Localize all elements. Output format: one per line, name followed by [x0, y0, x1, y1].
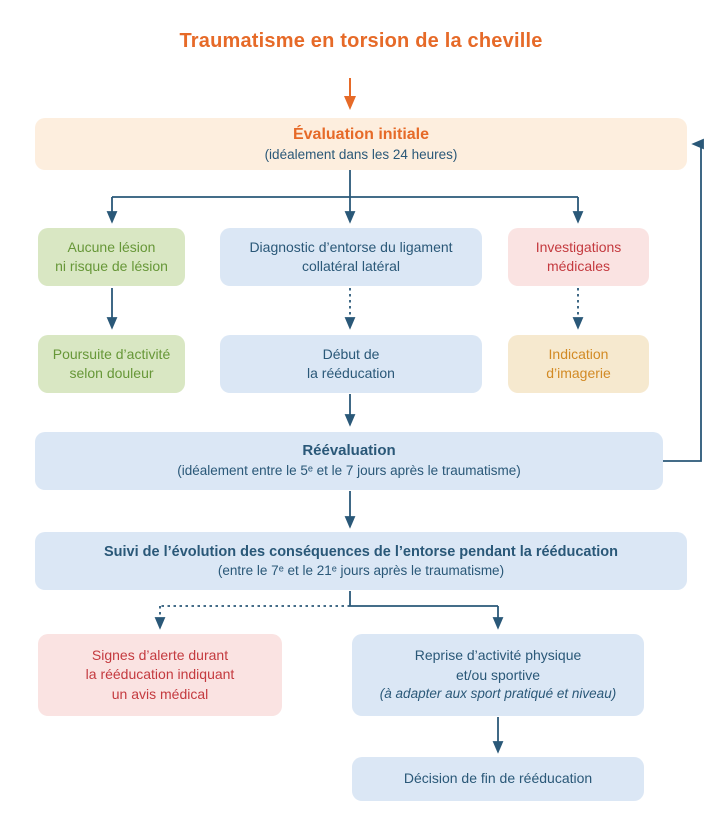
aucune-lesion-line1: Aucune lésion — [67, 238, 156, 255]
node-signes-alerte: Signes d’alerte durant la rééducation in… — [38, 634, 282, 716]
debut-line2: la rééducation — [307, 365, 395, 381]
evaluation-title: Évaluation initiale — [292, 125, 430, 143]
imagerie-line2: d’imagerie — [546, 365, 611, 381]
poursuite-line1: Poursuite d’activité — [52, 345, 171, 362]
alerte-line1: Signes d’alerte durant — [91, 647, 229, 664]
alerte-line2: la rééducation indiquant — [85, 666, 235, 683]
alerte-line3: un avis médical — [111, 685, 209, 702]
suivi-subtitle: (entre le 7ᵉ et le 21ᵉ jours après le tr… — [217, 562, 505, 578]
poursuite-line2: selon douleur — [69, 365, 154, 381]
investigations-line2: médicales — [546, 258, 611, 274]
page-title: Traumatisme en torsion de la cheville — [179, 30, 543, 52]
node-aucune-lesion: Aucune lésion ni risque de lésion — [38, 228, 185, 286]
reevaluation-title: Réévaluation — [302, 442, 396, 460]
reprise-line2: et/ou sportive — [455, 666, 541, 683]
debut-line1: Début de — [322, 345, 380, 362]
reprise-line1: Reprise d’activité physique — [414, 647, 582, 664]
reevaluation-subtitle: (idéalement entre le 5ᵉ et le 7 jours ap… — [177, 463, 521, 479]
node-poursuite-activite: Poursuite d’activité selon douleur — [38, 335, 185, 393]
reprise-line3: (à adapter aux sport pratiqué et niveau) — [379, 686, 617, 701]
node-indication-imagerie: Indication d’imagerie — [508, 335, 649, 393]
diagnostic-line2: collatéral latéral — [301, 258, 401, 274]
aucune-lesion-line2: ni risque de lésion — [55, 258, 168, 274]
node-suivi-evolution: Suivi de l’évolution des conséquences de… — [35, 532, 687, 590]
node-decision-fin: Décision de fin de rééducation — [352, 757, 644, 801]
imagerie-line1: Indication — [548, 345, 609, 362]
feedback-loop-reevaluation-to-evaluation — [663, 138, 704, 462]
decision-text: Décision de fin de rééducation — [403, 770, 593, 787]
diagnostic-line1: Diagnostic d’entorse du ligament — [249, 238, 453, 255]
suivi-title: Suivi de l’évolution des conséquences de… — [103, 543, 619, 560]
node-debut-reeducation: Début de la rééducation — [220, 335, 482, 393]
node-reevaluation: Réévaluation (idéalement entre le 5ᵉ et … — [35, 432, 663, 490]
node-reprise-activite: Reprise d’activité physique et/ou sporti… — [352, 634, 644, 716]
node-investigations-medicales: Investigations médicales — [508, 228, 649, 286]
node-evaluation-initiale: Évaluation initiale (idéalement dans les… — [35, 118, 687, 170]
evaluation-subtitle: (idéalement dans les 24 heures) — [264, 146, 458, 162]
node-diagnostic-entorse: Diagnostic d’entorse du ligament collaté… — [220, 228, 482, 286]
investigations-line1: Investigations — [535, 238, 622, 255]
